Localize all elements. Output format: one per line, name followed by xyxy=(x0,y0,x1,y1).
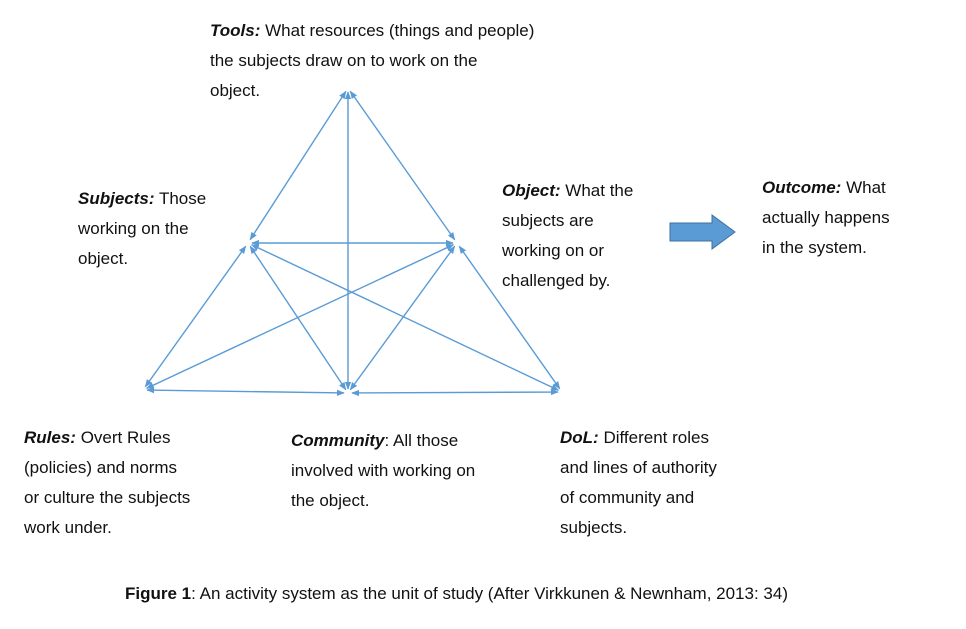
arrow-tools-object xyxy=(349,90,456,241)
node-desc: or culture the subjects xyxy=(24,488,191,507)
node-desc: work under. xyxy=(24,518,112,537)
node-desc: involved with working on xyxy=(291,461,476,480)
node-desc: Different roles xyxy=(603,428,709,447)
node-desc: the subjects draw on to work on the xyxy=(210,51,478,70)
caption-text: : An activity system as the unit of stud… xyxy=(191,584,788,603)
node-desc: What xyxy=(846,178,886,197)
node-desc: working on the xyxy=(78,219,189,238)
node-tools: Tools: What resources (things and people… xyxy=(210,16,534,106)
node-community: Community: All those involved with worki… xyxy=(291,426,475,516)
node-desc: challenged by. xyxy=(502,271,611,290)
node-desc: (policies) and norms xyxy=(24,458,178,477)
node-desc: working on or xyxy=(502,241,605,260)
node-desc: What resources (things and people) xyxy=(265,21,535,40)
caption-label: Figure 1 xyxy=(125,584,192,603)
node-desc: of community and xyxy=(560,488,695,507)
node-subjects: Subjects: Those working on the object. xyxy=(78,184,206,274)
node-desc: the object. xyxy=(291,491,370,510)
node-outcome: Outcome: What actually happens in the sy… xyxy=(762,173,890,263)
node-dol: DoL: Different roles and lines of author… xyxy=(560,423,717,543)
node-term: Tools: xyxy=(210,21,261,40)
node-term: Community xyxy=(291,431,385,450)
node-desc: actually happens xyxy=(762,208,890,227)
node-desc: object. xyxy=(210,81,261,100)
figure-caption: Figure 1: An activity system as the unit… xyxy=(125,584,788,604)
node-term: Object: xyxy=(502,181,561,200)
node-desc: Those xyxy=(158,189,207,208)
node-desc: object. xyxy=(78,249,129,268)
node-term: Rules: xyxy=(24,428,76,447)
node-desc: subjects. xyxy=(560,518,628,537)
node-desc: in the system. xyxy=(762,238,867,257)
node-desc: and lines of authority xyxy=(560,458,717,477)
arrow-community-dol xyxy=(351,388,559,397)
node-desc: Overt Rules xyxy=(80,428,171,447)
node-term: DoL: xyxy=(560,428,599,447)
outcome-arrow-icon xyxy=(669,214,736,250)
arrow-object-community xyxy=(349,245,456,391)
node-desc: What the xyxy=(565,181,634,200)
node-object: Object: What the subjects are working on… xyxy=(502,176,633,296)
arrow-object-dol xyxy=(458,245,561,390)
node-rules: Rules: Overt Rules (policies) and norms … xyxy=(24,423,190,543)
node-term: Outcome: xyxy=(762,178,842,197)
arrow-tools-subjects xyxy=(249,90,347,241)
node-desc: : All those xyxy=(384,431,459,450)
node-term: Subjects: xyxy=(78,189,155,208)
node-desc: subjects are xyxy=(502,211,594,230)
arrow-rules-community xyxy=(146,386,345,397)
